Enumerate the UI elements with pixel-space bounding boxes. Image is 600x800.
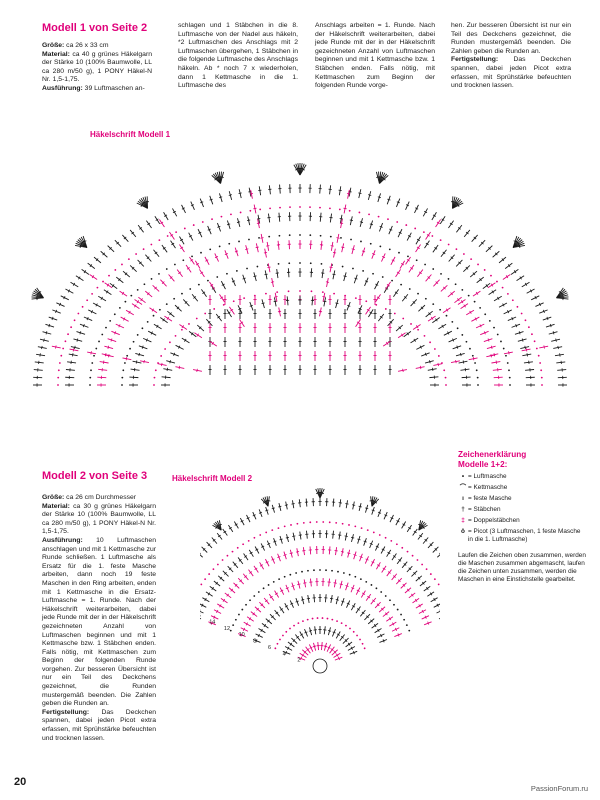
size-label: Größe: [42, 42, 65, 49]
legend-item: ı = feste Masche [458, 495, 586, 503]
legend-title: Zeichenerklärung [458, 450, 527, 459]
legend-subtitle: Modelle 1+2: [458, 460, 508, 469]
legend-symbol: ‡ [461, 517, 465, 524]
model1-col3: Anschlags arbeiten = 1. Runde. Nach der … [315, 22, 435, 91]
model1-col4-text: hen. Zur besseren Übersicht ist nur ein … [451, 22, 571, 55]
finishing-label: Fertigstellung: [451, 56, 499, 64]
legend-label: = Doppelstäbchen [468, 517, 520, 524]
legend-item: ⌒= Kettmasche [458, 484, 586, 492]
model1-col4: hen. Zur besseren Übersicht ist nur ein … [451, 22, 571, 91]
finishing-text: Das Deckchen spannen, dabei jeden Picot … [451, 56, 572, 90]
round-number: 2 [297, 658, 300, 664]
chart-title-model2: Häkelschrift Modell 2 [172, 474, 253, 483]
size-text: ca 26 x 33 cm [66, 42, 109, 49]
chart-title-model1: Häkelschrift Modell 1 [90, 130, 171, 139]
model2-title: Modell 2 von Seite 3 [42, 470, 148, 482]
legend-item: •= Luftmasche [458, 473, 586, 481]
round-number: 12 [224, 626, 230, 632]
model1-col2: schlagen und 1 Stäbchen in die 8. Luftma… [178, 22, 298, 91]
size-text: ca 26 cm Durchmesser [66, 494, 137, 501]
symbol-legend: Zeichenerklärung Modelle 1+2: •= Luftmas… [458, 450, 586, 584]
round-number: 8 [253, 639, 256, 645]
legend-label: = Stäbchen [468, 506, 501, 513]
legend-symbol: • [461, 473, 465, 480]
finishing-label: Fertigstellung: [42, 708, 90, 716]
execution-text: 10 Luftmaschen anschlagen und mit 1 Kett… [42, 536, 156, 708]
execution-label: Ausführung: [42, 536, 83, 544]
finishing-text: Das Deckchen spannen, dabei jeden Picot … [42, 708, 157, 742]
material-label: Material: [42, 50, 70, 58]
execution-text: 39 Luftmaschen an- [84, 84, 145, 92]
legend-symbol: ⌒ [459, 484, 467, 491]
legend-item: †= Stäbchen [458, 506, 586, 514]
round-number: 4 [283, 651, 286, 657]
round-number: 6 [268, 645, 271, 651]
crochet-chart-model2: 2018161412108642 [200, 488, 440, 674]
material-label: Material: [42, 502, 70, 510]
legend-label: = Picot (3 Luftmaschen, 1 feste Masche i… [468, 528, 581, 543]
round-number: 14 [209, 620, 215, 626]
page-number: 20 [14, 776, 27, 788]
legend-label: = Kettmasche [468, 484, 508, 491]
model1-col2-text: schlagen und 1 Stäbchen in die 8. Luftma… [178, 22, 298, 90]
watermark: PassionForum.ru [530, 784, 588, 793]
chart2-stitches: 2018161412108642 [200, 488, 440, 674]
legend-symbol: ȏ [461, 528, 465, 535]
model1-col3-text: Anschlags arbeiten = 1. Runde. Nach der … [315, 22, 435, 90]
chart1-stitches [31, 163, 569, 387]
legend-label: = feste Masche [468, 495, 512, 502]
execution-label: Ausführung: [42, 84, 83, 92]
round-number: 16 [200, 613, 201, 619]
legend-item: ‡= Doppelstäbchen [458, 517, 586, 525]
legend-note: Laufen die Zeichen oben zusammen, werden… [458, 552, 586, 583]
model1-col1: Größe: ca 26 x 33 cm Material: ca 40 g g… [42, 42, 152, 94]
size-label: Größe: [42, 494, 65, 501]
model2-col1: Größe: ca 26 cm Durchmesser Material: ca… [42, 494, 156, 743]
material-text: ca 40 g grünes Häkelgarn der Stärke 10 (… [42, 50, 152, 84]
round-number: 10 [239, 632, 245, 638]
model1-title: Modell 1 von Seite 2 [42, 22, 148, 34]
legend-label: = Luftmasche [468, 473, 507, 480]
legend-symbol: ı [462, 495, 464, 502]
material-text: ca 30 g grünes Häkelgarn der Stärke 10 (… [42, 502, 156, 536]
crochet-chart-model1 [31, 163, 569, 387]
legend-symbol: † [461, 506, 465, 513]
legend-item: ȏ= Picot (3 Luftmaschen, 1 feste Masche … [458, 528, 586, 544]
